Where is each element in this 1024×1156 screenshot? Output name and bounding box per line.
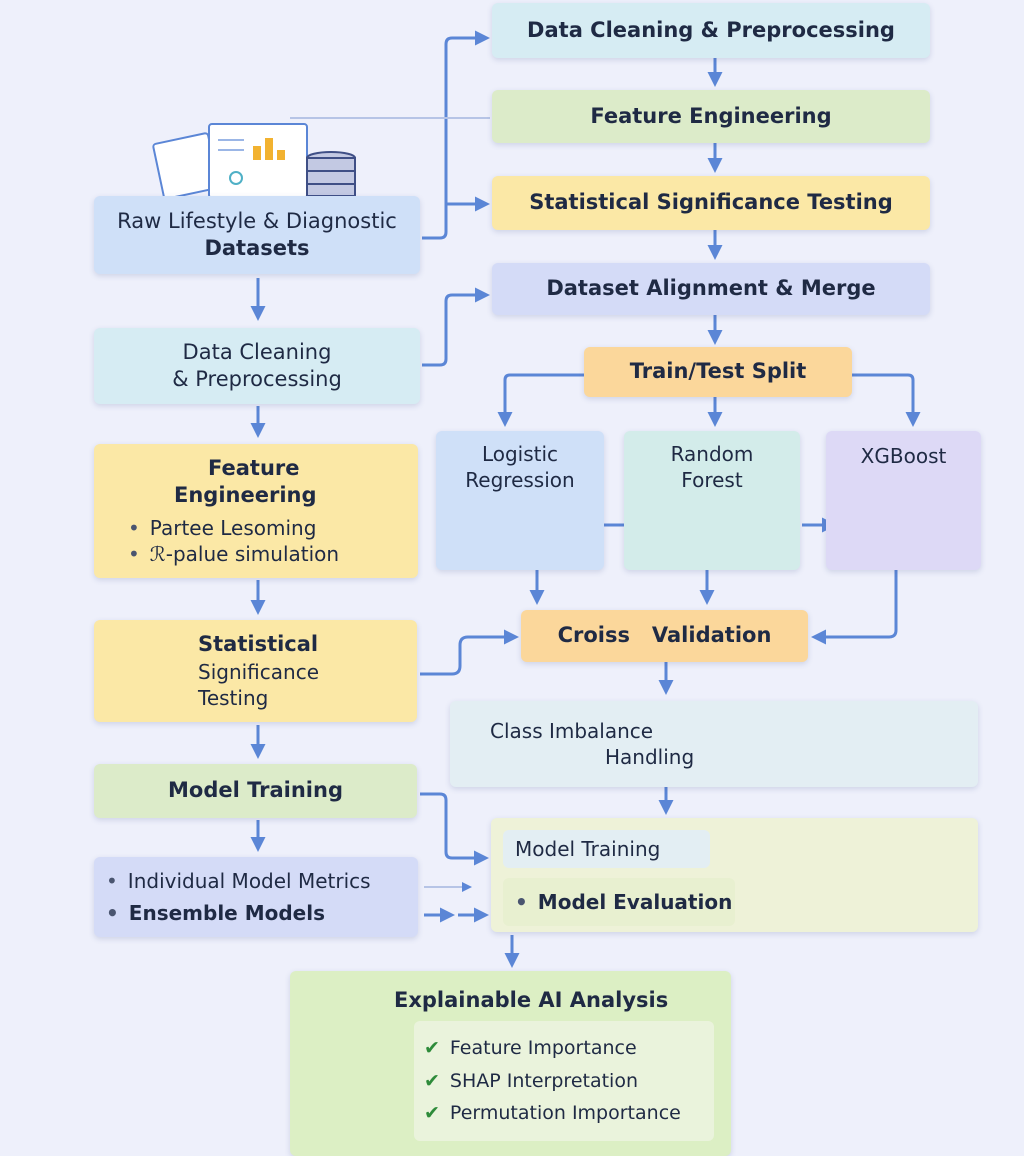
check-icon: ✔ [424,1036,440,1059]
cross-validation-box: Croiss Validation [521,610,808,662]
logistic-regression-box: Logistic Regression [436,431,604,570]
raw-datasets-box: Raw Lifestyle & Diagnostic Datasets [94,196,420,274]
statistical-testing-box: Statistical Significance Testing [492,176,930,230]
model-training-sub-box: Model Training [503,830,710,868]
left-model-training-box: Model Training [94,764,417,818]
feature-importance-label: Feature Importance [449,1036,637,1059]
feature-engineering-label: Feature Engineering [590,103,832,128]
individual-model-metrics-label: Individual Model Metrics [106,868,371,894]
dataset-alignment-box: Dataset Alignment & Merge [492,263,930,315]
left-statistical-testing-line1: Statistical [198,632,319,657]
check-item-shap: ✔ SHAP Interpretation [424,1069,638,1094]
class-imbalance-label-line1: Class Imbalance [490,719,654,743]
cross-validation-label: Croiss Validation [557,623,772,648]
data-cleaning-preprocessing-label: Data Cleaning & Preprocessing [527,17,895,42]
arrow-raw-to-cleaning [422,30,490,240]
class-imbalance-label-line2: Handling [605,745,695,769]
dataset-alignment-label: Dataset Alignment & Merge [546,276,876,301]
arrow-split-left [497,373,584,427]
check-item-permutation: ✔ Permutation Importance [424,1101,681,1126]
shap-interpretation-label: SHAP Interpretation [449,1069,638,1092]
model-evaluation-label: Model Evaluation [515,889,733,915]
left-feature-engineering-bullet-2: ℛ-palue simulation [128,541,339,567]
left-statistical-testing-box: Statistical Significance Testing [94,620,417,722]
random-forest-label-line1: Random [670,442,754,466]
explainable-ai-list: ✔ Feature Importance ✔ SHAP Interpretation… [414,1021,714,1141]
arrow-stat-to-cv [420,629,519,676]
xgboost-box: XGBoost [826,431,981,570]
left-data-cleaning-label-line2: & Preprocessing [172,367,342,391]
ensemble-models-label: Ensemble Models [106,900,325,926]
check-icon: ✔ [424,1069,440,1092]
left-feature-engineering-title-line2: Engineering [174,483,317,507]
raw-datasets-label-line1: Raw Lifestyle & Diagnostic [117,208,397,233]
left-statistical-testing-line2: Significance [198,659,320,684]
left-feature-engineering-box: Feature Engineering Partee Lesoming ℛ-pa… [94,444,418,578]
left-data-cleaning-label-line1: Data Cleaning [182,339,332,364]
left-feature-engineering-title-line1: Feature [208,455,300,480]
check-icon: ✔ [424,1102,440,1125]
arrow-xgb-cv [811,570,898,645]
logistic-regression-label-line1: Logistic [481,442,559,466]
logistic-regression-label-line2: Regression [465,468,575,492]
model-evaluation-sub-box: Model Evaluation [503,878,735,926]
left-statistical-testing-line3: Testing [198,685,269,710]
train-test-split-box: Train/Test Split [584,347,852,397]
left-feature-engineering-bullet-1: Partee Lesoming [128,515,317,541]
model-metrics-box: Individual Model Metrics Ensemble Models [94,857,418,937]
explainable-ai-title: Explainable AI Analysis [394,988,669,1012]
data-cleaning-preprocessing-box: Data Cleaning & Preprocessing [492,3,930,58]
left-model-training-label: Model Training [168,778,343,803]
dataset-illustration-icon [152,123,356,200]
class-imbalance-box: Class Imbalance Handling [450,701,978,787]
random-forest-box: Random Forest [624,431,800,570]
left-data-cleaning-box: Data Cleaning & Preprocessing [94,328,420,404]
model-training-right-label: Model Training [515,837,661,861]
random-forest-label-line2: Forest [681,468,743,492]
raw-datasets-label-line2: Datasets [204,236,310,260]
permutation-importance-label: Permutation Importance [449,1102,681,1125]
statistical-testing-label: Statistical Significance Testing [529,190,893,215]
xgboost-label: XGBoost [860,444,947,468]
arrow-clean-to-align [422,287,490,367]
feature-engineering-box: Feature Engineering [492,90,930,143]
arrow-mt-to-mt [420,792,489,866]
check-item-feature-importance: ✔ Feature Importance [424,1036,637,1061]
train-test-split-label: Train/Test Split [629,359,807,384]
arrow-split-right [852,373,921,427]
